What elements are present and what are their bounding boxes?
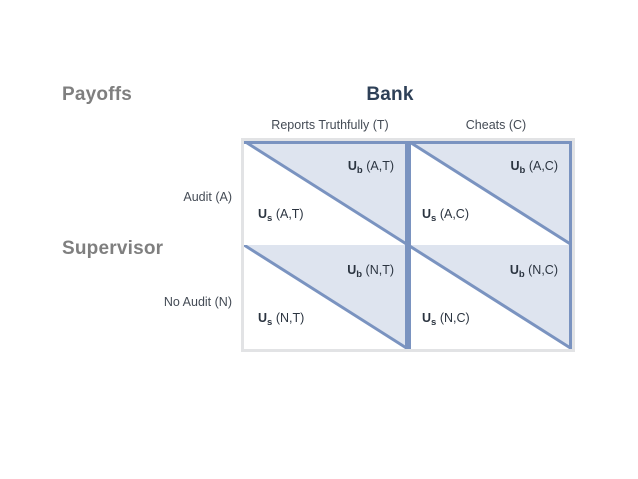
bank-payoff-label: Ub (N,C) (509, 263, 558, 280)
supervisor-utility-args: (A,T) (275, 207, 304, 221)
supervisor-payoff-label: Us (A,C) (422, 207, 469, 224)
supervisor-payoff-label: Us (A,T) (258, 207, 304, 224)
supervisor-payoff-label: Us (N,T) (258, 311, 305, 328)
page-title: Payoffs (62, 84, 133, 105)
bank-utility-args: (A,C) (528, 159, 558, 173)
matrix-cell-audit-truthful[interactable]: Ub (A,T) Us (A,T) (244, 141, 408, 245)
supervisor-utility-args: (N,C) (439, 311, 470, 325)
supervisor-payoff-label: Us (N,C) (422, 311, 470, 328)
bank-utility-symbol: Ub (510, 159, 526, 176)
matrix-cell-noaudit-cheats[interactable]: Ub (N,C) Us (N,C) (408, 245, 572, 349)
bank-utility-args: (A,T) (366, 159, 394, 173)
row-player-label: Supervisor (62, 238, 164, 259)
cell-diagonal-shape (408, 245, 572, 349)
column-header-reports-truthfully: Reports Truthfully (T) (271, 118, 389, 132)
cell-diagonal-shape (244, 245, 408, 349)
supervisor-utility-symbol: Us (422, 207, 437, 224)
cell-diagonal-shape (244, 141, 408, 245)
bank-utility-args: (N,T) (365, 263, 394, 277)
matrix-cell-audit-cheats[interactable]: Ub (A,C) Us (A,C) (408, 141, 572, 245)
bank-utility-symbol: Ub (347, 263, 363, 280)
cell-diagonal-shape (408, 141, 572, 245)
bank-utility-symbol: Ub (347, 159, 363, 176)
row-header-no-audit: No Audit (N) (163, 295, 232, 309)
bank-utility-symbol: Ub (509, 263, 525, 280)
supervisor-utility-symbol: Us (258, 207, 273, 224)
payoff-matrix-grid: Ub (A,T) Us (A,T) Ub (A,C) Us (244, 141, 572, 349)
supervisor-utility-args: (A,C) (439, 207, 469, 221)
bank-payoff-label: Ub (N,T) (347, 263, 394, 280)
bank-utility-args: (N,C) (528, 263, 558, 277)
column-header-cheats: Cheats (C) (465, 118, 527, 132)
row-header-audit: Audit (A) (183, 190, 232, 204)
supervisor-utility-symbol: Us (258, 311, 273, 328)
bank-payoff-label: Ub (A,C) (510, 159, 559, 176)
supervisor-utility-symbol: Us (422, 311, 437, 328)
matrix-outer-frame (241, 138, 575, 352)
column-player-label: Bank (366, 84, 414, 105)
bank-payoff-label: Ub (A,T) (347, 159, 394, 176)
matrix-cell-noaudit-truthful[interactable]: Ub (N,T) Us (N,T) (244, 245, 408, 349)
supervisor-utility-args: (N,T) (275, 311, 305, 325)
